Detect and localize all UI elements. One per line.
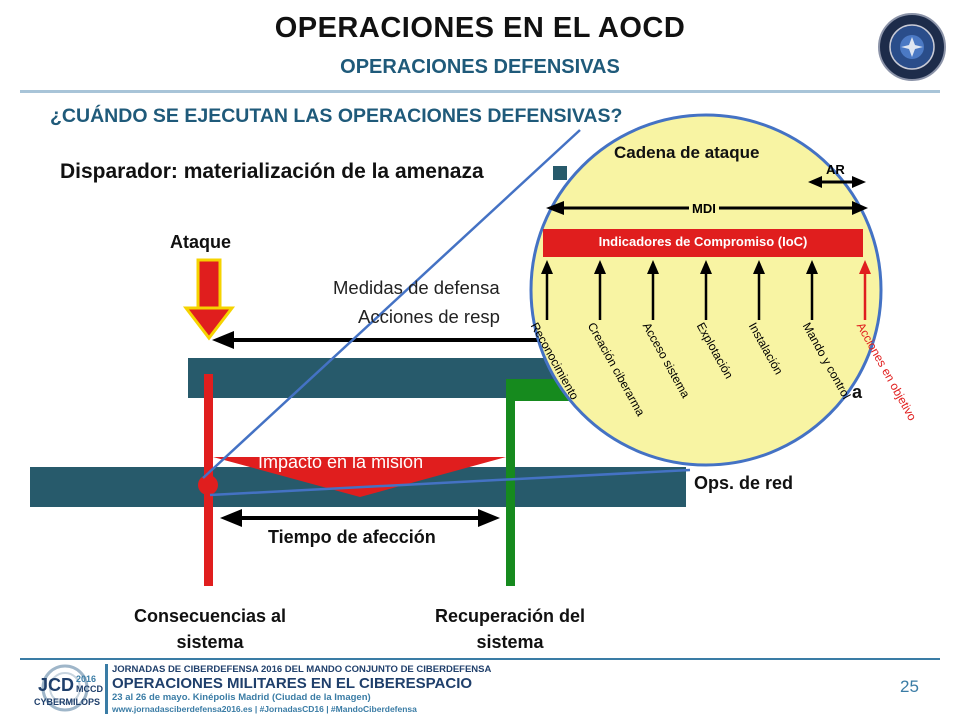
trigger-arrow-marker: [553, 166, 567, 180]
logo-year-text: 2016: [76, 674, 97, 684]
zoom-connector-bottom: [209, 468, 691, 497]
trigger-statement: Disparador: materialización de la amenaz…: [60, 160, 484, 183]
page-title: OPERACIONES EN EL AOCD: [274, 12, 686, 44]
attack-label: Ataque: [170, 232, 232, 252]
mission-impact-label: Impacto en la misión: [258, 452, 424, 472]
defense-measures-label: Medidas de defensa: [333, 277, 500, 298]
attack-chain-title: Cadena de ataque: [614, 143, 760, 162]
footer-line2: OPERACIONES MILITARES EN EL CIBERESPACIO: [112, 675, 473, 692]
logo-brand-text: CYBERMILOPS: [34, 697, 101, 707]
ioc-label: Indicadores de Compromiso (IoC): [598, 234, 808, 249]
ioc-banner: [543, 229, 863, 257]
header-divider: [20, 90, 940, 93]
response-actions-label: Acciones de resp: [358, 306, 500, 327]
defense-arrow-head: [212, 331, 234, 349]
page-number: 25: [900, 677, 919, 696]
impact-point: [198, 475, 218, 495]
section-question: ¿CUÁNDO SE EJECUTAN LAS OPERACIONES DEFE…: [50, 105, 623, 127]
footer-line4: www.jornadasciberdefensa2016.es | #Jorna…: [112, 704, 417, 714]
footer-vertical-divider: [105, 664, 108, 714]
network-ops-label: Ops. de red: [694, 473, 794, 493]
recovery-label: Recuperación del sistema: [434, 606, 586, 652]
consequences-label: Consecuencias al sistema: [133, 606, 287, 652]
jcd-logo-icon: [41, 664, 89, 712]
emblem-seal-icon: [878, 13, 946, 81]
logo-mccd-text: MCCD: [76, 684, 103, 694]
impact-triangle: [213, 457, 506, 497]
footer-line3: 23 al 26 de mayo. Kinépolis Madrid (Ciud…: [112, 692, 371, 703]
affect-time-label: Tiempo de afección: [268, 527, 436, 547]
attack-arrow-head: [182, 306, 236, 341]
footer-divider: [20, 658, 940, 660]
recovery-line-vertical: [506, 379, 515, 586]
zoom-connector-top: [202, 129, 581, 479]
ops-partial-label: a: [852, 382, 863, 402]
logo-jcd-text: JCD: [38, 675, 75, 695]
page-subtitle: OPERACIONES DEFENSIVAS: [340, 56, 620, 78]
ar-label: AR: [826, 162, 845, 177]
attack-arrow-shaft: [196, 258, 222, 312]
footer-line1: JORNADAS DE CIBERDEFENSA 2016 DEL MANDO …: [112, 664, 492, 675]
mdi-label: MDI: [689, 201, 719, 216]
